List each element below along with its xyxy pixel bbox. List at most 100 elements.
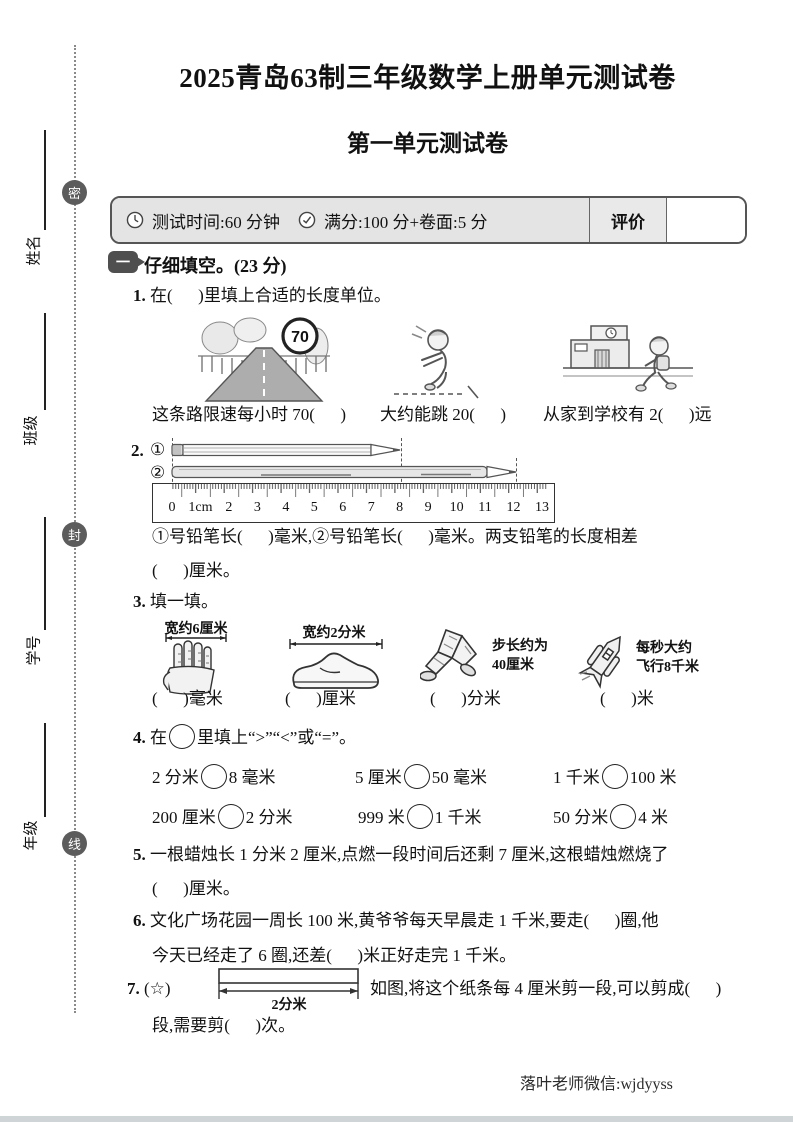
compare-right: 2 分米 <box>245 808 293 827</box>
ruler-label: 7 <box>367 500 375 515</box>
compare-right: 4 米 <box>638 808 668 827</box>
section-title: 仔细填空。(23 分) <box>144 256 287 276</box>
pencil-2-label: ② <box>150 463 166 482</box>
ruler-illustration: 0 1cm 2 3 4 5 6 7 8 9 10 11 12 13 <box>152 483 555 523</box>
question-text: 在( )里填上合适的长度单位。 <box>150 286 391 305</box>
walking-legs-illustration <box>420 628 478 682</box>
question-4: 4. 在 里填上“>”“<”或“=”。 <box>133 724 356 749</box>
shoe-answer: ( )厘米 <box>285 689 356 708</box>
question-text: 一根蜡烛长 1 分米 2 厘米,点燃一段时间后还剩 7 厘米,这根蜡烛燃烧了 <box>150 845 669 864</box>
compare-left: 1 千米 <box>553 768 600 787</box>
teacher-wechat-watermark: 落叶老师微信:wjdyyss <box>520 1076 673 1093</box>
compare-right: 8 毫米 <box>228 768 276 787</box>
speed-limit-value: 70 <box>291 329 309 346</box>
page-title: 2025青岛63制三年级数学上册单元测试卷 <box>179 63 676 93</box>
answer-circle <box>200 764 227 789</box>
q1-caption-school: 从家到学校有 2( )远 <box>543 405 712 424</box>
question-number: 3. <box>133 592 146 611</box>
question-number: 1. <box>133 286 146 305</box>
compare-right: 100 米 <box>629 768 677 787</box>
q1-caption-jump: 大约能跳 20( ) <box>380 405 507 424</box>
ruler-label: 0 <box>168 500 176 515</box>
seal-badge-label: 密 <box>67 186 81 201</box>
question-text: 填一填。 <box>150 592 218 611</box>
q4-compare-3: 1 千米 100 米 <box>553 764 677 789</box>
ruler-label: 13 <box>534 500 549 515</box>
question-number: 6. <box>133 911 146 930</box>
student-number-field-label: 学号 <box>26 635 43 666</box>
question-7-line2: 段,需要剪( )次。 <box>152 1016 296 1035</box>
star-marker: (☆) <box>144 979 171 998</box>
paper-strip-illustration: 2分米 <box>218 968 359 1013</box>
clock-icon <box>126 211 144 229</box>
q2-text-line1: ①号铅笔长( )毫米,②号铅笔长( )毫米。两支铅笔的长度相差 <box>152 527 638 546</box>
student-number-blank-line <box>44 517 46 630</box>
legs-answer: ( )分米 <box>430 689 501 708</box>
question-number: 4. <box>133 728 146 747</box>
ruler-label: 12 <box>506 500 521 515</box>
compare-left: 200 厘米 <box>152 808 216 827</box>
answer-circle <box>610 804 637 829</box>
answer-circle <box>406 804 433 829</box>
compare-right: 1 千米 <box>434 808 482 827</box>
question-7-lead: 7. (☆) <box>127 980 171 997</box>
blank-circle <box>169 724 195 749</box>
question-number: 5. <box>133 845 146 864</box>
compare-left: 50 分米 <box>553 808 609 827</box>
guide-line-12cm <box>516 458 517 487</box>
note-line: 飞行8千米 <box>636 659 699 675</box>
q4-compare-4: 200 厘米 2 分米 <box>152 804 293 829</box>
ruler-label: 5 <box>310 500 318 515</box>
note-line: 40厘米 <box>492 657 534 673</box>
question-text: 在 <box>150 728 167 747</box>
pencil-2-illustration <box>171 465 517 479</box>
question-number: 7. <box>127 979 140 998</box>
check-icon <box>298 211 316 229</box>
seal-badge-mi: 密 <box>62 180 87 205</box>
guide-line-8cm <box>401 438 402 487</box>
pencil-1-label: ① <box>150 440 166 459</box>
exam-info-main: 测试时间:60 分钟 满分:100 分+卷面:5 分 <box>112 198 590 242</box>
q1-caption-road: 这条路限速每小时 70( ) <box>152 405 347 424</box>
question-7-line1: 如图,将这个纸条每 4 厘米剪一段,可以剪成( ) <box>370 979 722 998</box>
compare-right: 50 毫米 <box>431 768 487 787</box>
hand-answer: ( )毫米 <box>152 689 223 708</box>
q2-text-line2: ( )厘米。 <box>152 561 240 580</box>
compare-left: 2 分米 <box>152 768 199 787</box>
ruler-ticks <box>172 484 547 499</box>
seal-badge-label: 线 <box>67 837 81 852</box>
section-number-badge: 一 <box>108 251 138 273</box>
question-2-number: 2. <box>131 441 144 460</box>
hand-measure-label: 宽约6厘米 <box>164 622 228 637</box>
question-text: 里填上“>”“<”或“=”。 <box>197 728 357 747</box>
note-line: 每秒大约 <box>636 641 692 656</box>
question-6-line2: 今天已经走了 6 圈,还差( )米正好走完 1 千米。 <box>152 946 517 965</box>
full-score-text: 满分:100 分+卷面:5 分 <box>323 212 488 232</box>
ruler-label: 8 <box>396 500 404 515</box>
rocket-answer: ( )米 <box>600 689 654 708</box>
rocket-speed-note: 每秒大约 飞行8千米 <box>636 640 699 678</box>
rating-blank-cell <box>667 198 745 242</box>
step-length-note: 步长约为 40厘米 <box>492 638 548 676</box>
question-5-line2: ( )厘米。 <box>152 879 240 898</box>
class-blank-line <box>44 313 46 410</box>
seal-badge-xian: 线 <box>62 831 87 856</box>
ruler-label: 10 <box>449 500 464 515</box>
rocket-illustration <box>578 635 621 689</box>
answer-circle <box>403 764 430 789</box>
ruler-label: 9 <box>424 500 432 515</box>
pencil-1-illustration <box>171 443 401 457</box>
question-text: 文化广场花园一周长 100 米,黄爷爷每天早晨走 1 千米,要走( )圈,他 <box>150 911 659 930</box>
question-6-line1: 6. 文化广场花园一周长 100 米,黄爷爷每天早晨走 1 千米,要走( )圈,… <box>133 912 659 929</box>
q4-compare-1: 2 分米 8 毫米 <box>152 764 276 789</box>
name-field-label: 姓名 <box>26 235 43 266</box>
unit-subtitle: 第一单元测试卷 <box>347 131 508 156</box>
question-5-line1: 5. 一根蜡烛长 1 分米 2 厘米,点燃一段时间后还剩 7 厘米,这根蜡烛燃烧… <box>133 846 669 863</box>
strip-length-label: 2分米 <box>272 996 308 1013</box>
page-bottom-edge <box>0 1116 793 1122</box>
ruler-label: 6 <box>339 500 347 515</box>
question-1: 1. 在( )里填上合适的长度单位。 <box>133 287 391 304</box>
answer-circle <box>601 764 628 789</box>
